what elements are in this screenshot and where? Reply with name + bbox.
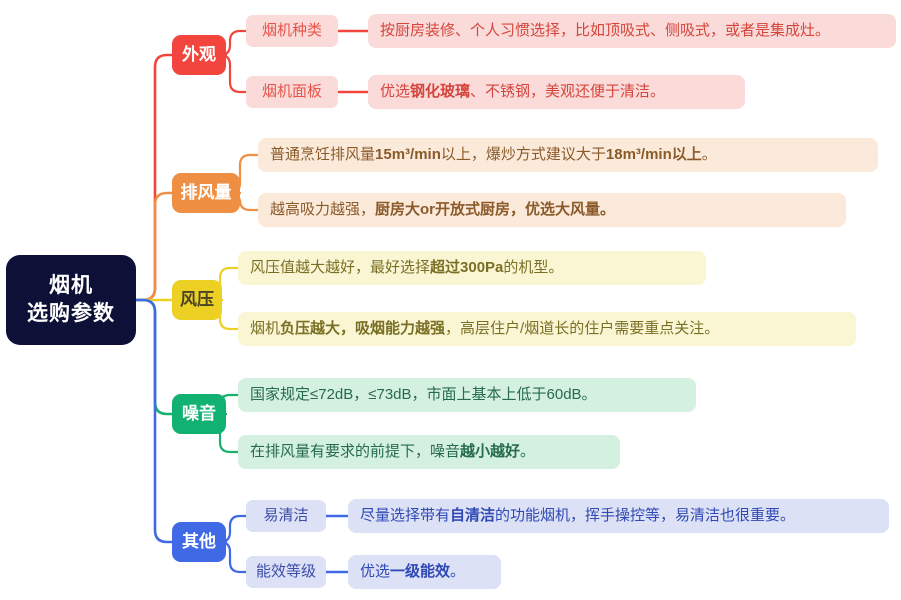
leaf-text-noise-1-seg-0: 在排风量有要求的前提下，噪音 xyxy=(250,442,461,460)
leaf-text-noise-1-seg-2: 。 xyxy=(520,442,536,460)
leaf-text-appearance-1-seg-1: 钢化玻璃 xyxy=(410,82,471,100)
leaf-text-airflow-0-seg-3: 18m³/min以上 xyxy=(605,145,702,163)
sub-node-label-other-0: 易清洁 xyxy=(263,506,309,524)
connector-path xyxy=(134,191,174,302)
leaf-text-pressure-1-seg-2: ，高层住户/烟道长的住户需要重点关注。 xyxy=(445,319,720,337)
leaf-text-other-0-seg-2: 的功能烟机，挥手操控等，易清洁也很重要。 xyxy=(495,506,796,524)
leaf-text-pressure-1-seg-0: 烟机 xyxy=(250,319,281,337)
leaf-node-appearance-1[interactable]: 优选钢化玻璃、不锈钢，美观还便于清洁。 xyxy=(368,75,745,109)
leaf-text-airflow-0-seg-2: 以上，爆炒方式建议大于 xyxy=(440,145,606,163)
sub-node-label-other-1: 能效等级 xyxy=(256,562,317,580)
leaf-text-airflow-0-seg-0: 普通烹饪排风量 xyxy=(270,145,376,163)
branch-node-other[interactable]: 其他 xyxy=(172,522,226,562)
leaf-text-other-0-seg-0: 尽量选择带有 xyxy=(360,506,451,524)
branch-node-airflow[interactable]: 排风量 xyxy=(172,173,240,213)
branch-node-appearance[interactable]: 外观 xyxy=(172,35,226,75)
connector-path xyxy=(134,298,174,416)
leaf-text-noise-0-seg-0: 国家规定≤72dB，≤73dB，市面上基本上低于60dB。 xyxy=(250,385,597,403)
leaf-node-airflow-1[interactable]: 越高吸力越强，厨房大or开放式厨房，优选大风量。 xyxy=(258,193,846,227)
leaf-text-airflow-0-seg-4: 。 xyxy=(701,145,717,163)
leaf-text-other-0-seg-1: 自清洁 xyxy=(450,506,496,524)
root-node[interactable]: 烟机 选购参数 xyxy=(6,255,136,345)
connector-path xyxy=(134,298,174,544)
leaf-node-other-0[interactable]: 尽量选择带有自清洁的功能烟机，挥手操控等，易清洁也很重要。 xyxy=(348,499,889,533)
leaf-text-other-1-seg-2: 。 xyxy=(450,562,466,580)
leaf-text-appearance-1-seg-0: 优选 xyxy=(380,82,411,100)
root-node-line1: 烟机 xyxy=(49,273,93,297)
leaf-text-appearance-1-seg-2: 、不锈钢，美观还便于清洁。 xyxy=(470,82,666,100)
sub-node-other-0[interactable]: 易清洁 xyxy=(246,500,326,532)
connector-path xyxy=(134,53,174,302)
leaf-text-pressure-0-seg-1: 超过300Pa xyxy=(430,258,504,276)
branch-node-pressure[interactable]: 风压 xyxy=(172,280,222,320)
sub-node-label-appearance-1: 烟机面板 xyxy=(261,82,322,100)
leaf-text-airflow-1-seg-1: 厨房大or开放式厨房，优选大风量。 xyxy=(375,200,616,218)
leaf-text-appearance-0-seg-0: 按厨房装修、个人习惯选择，比如顶吸式、侧吸式，或者是集成灶。 xyxy=(380,21,831,39)
leaf-text-noise-1-seg-1: 越小越好 xyxy=(460,442,521,460)
sub-node-other-1[interactable]: 能效等级 xyxy=(246,556,326,588)
leaf-text-pressure-0-seg-2: 的机型。 xyxy=(503,258,564,276)
branch-node-noise[interactable]: 噪音 xyxy=(172,394,226,434)
sub-node-label-appearance-0: 烟机种类 xyxy=(261,21,322,39)
branch-label-noise: 噪音 xyxy=(182,403,216,423)
root-node-line2: 选购参数 xyxy=(27,302,115,325)
leaf-node-other-1[interactable]: 优选一级能效。 xyxy=(348,555,501,589)
branch-label-appearance: 外观 xyxy=(182,44,216,64)
leaf-text-airflow-0-seg-1: 15m³/min xyxy=(375,145,441,163)
leaf-node-noise-1[interactable]: 在排风量有要求的前提下，噪音越小越好。 xyxy=(238,435,620,469)
leaf-node-noise-0[interactable]: 国家规定≤72dB，≤73dB，市面上基本上低于60dB。 xyxy=(238,378,696,412)
branch-label-other: 其他 xyxy=(182,531,216,551)
branch-label-airflow: 排风量 xyxy=(180,182,232,202)
sub-node-appearance-1[interactable]: 烟机面板 xyxy=(246,76,338,108)
sub-node-appearance-0[interactable]: 烟机种类 xyxy=(246,15,338,47)
leaf-text-other-1-seg-0: 优选 xyxy=(360,562,391,580)
branch-label-pressure: 风压 xyxy=(180,289,214,309)
leaf-node-appearance-0[interactable]: 按厨房装修、个人习惯选择，比如顶吸式、侧吸式，或者是集成灶。 xyxy=(368,14,896,48)
leaf-text-pressure-1-seg-1: 负压越大，吸烟能力越强 xyxy=(280,319,446,337)
leaf-node-pressure-1[interactable]: 烟机负压越大，吸烟能力越强，高层住户/烟道长的住户需要重点关注。 xyxy=(238,312,856,346)
leaf-text-pressure-0-seg-0: 风压值越大越好，最好选择 xyxy=(250,258,431,276)
leaf-text-airflow-1-seg-0: 越高吸力越强， xyxy=(270,200,376,218)
leaf-text-other-1-seg-1: 一级能效 xyxy=(390,562,451,580)
